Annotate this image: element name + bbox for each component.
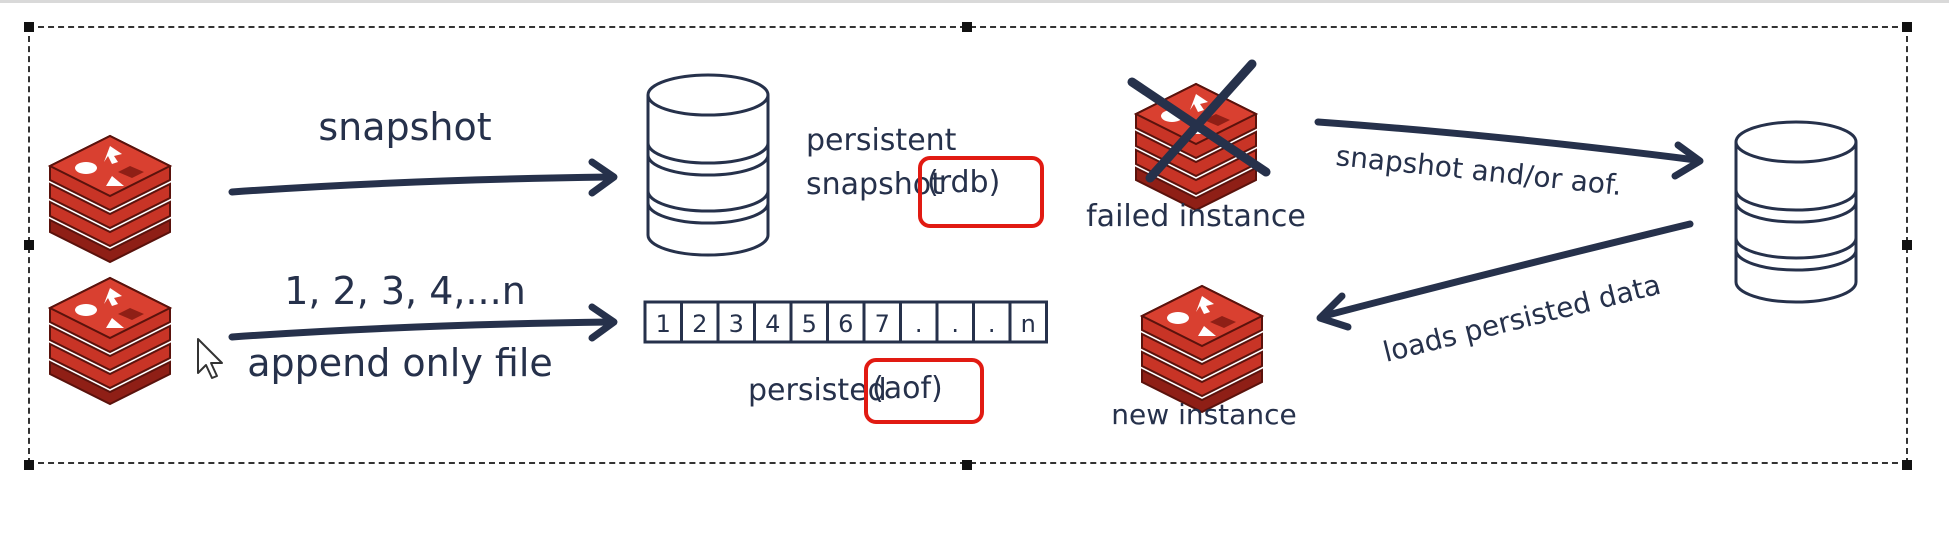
new-redis-icon [1141,285,1263,413]
aof-cell: 6 [838,310,853,338]
rdb-label: (rdb) [927,165,1000,200]
resize-handle-middle-left[interactable] [24,240,34,250]
aof-cell: . [988,310,996,338]
append-only-file-label: append only file [247,341,553,385]
aof-highlight-box [864,358,984,424]
loads-persisted-data-label: loads persisted data [1380,268,1664,369]
aof-cell: . [951,310,959,338]
aof-label: (aof) [872,371,943,406]
mouse-cursor-icon [197,338,223,379]
redis-icon-aof [49,277,171,405]
rdb-database-icon [646,73,770,257]
sequence-label: 1, 2, 3, 4,...n [284,269,526,313]
rdb-highlight-box [918,156,1044,228]
resize-handle-top-center[interactable] [962,22,972,32]
aof-arrow [228,303,618,342]
load-arrow [1316,220,1694,331]
aof-cell: 1 [656,310,671,338]
failed-instance-label: failed instance [1086,199,1306,234]
aof-cell: n [1021,310,1036,338]
persisted-label: persisted [748,373,887,408]
aof-cell: 4 [765,310,780,338]
resize-handle-top-left[interactable] [24,22,34,32]
persistent-label: persistent [806,123,957,158]
redis-icon-snapshot [49,135,171,263]
aof-cell: 7 [875,310,890,338]
snapshot-prefix-label: snapshot [806,167,943,202]
restore-database-icon [1734,120,1858,304]
aof-strip-border [643,300,1048,344]
failed-cross-icon [1127,59,1271,183]
aof-cell: 2 [692,310,707,338]
failed-redis-icon [1135,83,1257,211]
new-instance-label: new instance [1111,398,1296,431]
resize-handle-middle-right[interactable] [1902,240,1912,250]
resize-handle-bottom-left[interactable] [24,460,34,470]
snapshot-label: snapshot [318,105,491,149]
window-top-edge [0,0,1949,3]
aof-cell: 3 [729,310,744,338]
persist-arrow [1314,118,1704,180]
resize-handle-top-right[interactable] [1902,22,1912,32]
resize-handle-bottom-right[interactable] [1902,460,1912,470]
aof-cell: 5 [802,310,817,338]
resize-handle-bottom-center[interactable] [962,460,972,470]
snapshot-arrow [228,158,618,197]
aof-cell: . [915,310,923,338]
